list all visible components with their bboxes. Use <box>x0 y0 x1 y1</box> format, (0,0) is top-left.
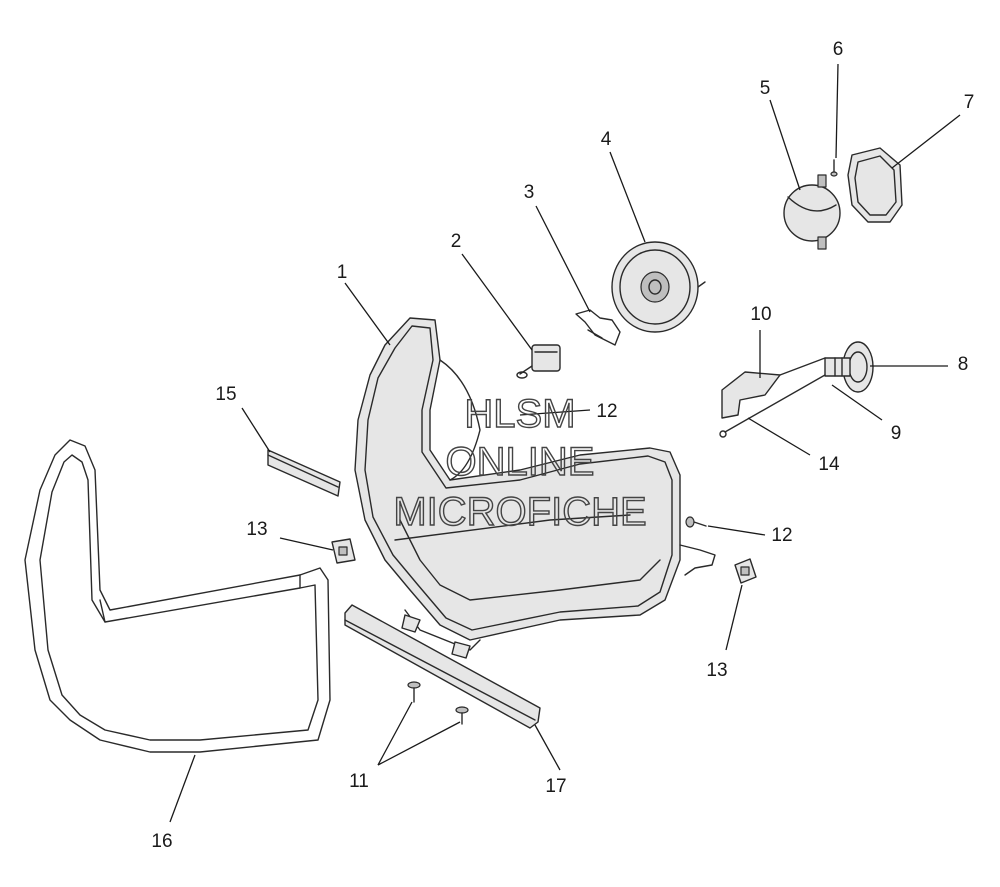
part-2-bulb <box>516 344 561 379</box>
part-16-seal <box>24 439 331 753</box>
callout-12-right: 12 <box>771 525 792 546</box>
part-12-screw-right <box>685 516 707 528</box>
watermark-line-3: MICROFICHE <box>393 490 646 534</box>
leader-lines <box>169 63 961 823</box>
part-13-clip-left <box>331 538 356 564</box>
callout-labels: 1 2 3 4 5 6 7 8 9 10 14 12 12 15 13 13 1… <box>151 39 974 852</box>
callout-3: 3 <box>524 182 535 203</box>
callout-4: 4 <box>601 129 612 150</box>
part-13-clip-right <box>734 558 757 584</box>
part-14-rod <box>719 374 826 438</box>
watermark-line-2: ONLINE <box>446 440 595 484</box>
callout-8: 8 <box>958 354 969 375</box>
callout-1: 1 <box>337 262 348 283</box>
part-1-headlamp-housing <box>354 317 716 659</box>
callout-13-right: 13 <box>706 660 727 681</box>
callout-11: 11 <box>349 771 369 792</box>
part-10-bracket <box>721 357 826 419</box>
callout-13-left: 13 <box>246 519 267 540</box>
part-8-adjuster-knob <box>824 341 874 393</box>
callout-7: 7 <box>964 92 975 113</box>
callout-16: 16 <box>151 831 172 852</box>
callout-14: 14 <box>818 454 840 475</box>
callout-12-top: 12 <box>596 401 617 422</box>
part-17-foam-strip <box>344 604 541 729</box>
part-4-dust-cover <box>611 241 706 333</box>
part-15-reflector <box>267 449 341 497</box>
part-7-gasket <box>847 147 903 223</box>
callout-2: 2 <box>451 231 462 252</box>
callout-15: 15 <box>215 384 236 405</box>
part-6-screw <box>830 159 838 177</box>
part-11-screws <box>407 681 469 725</box>
callout-10: 10 <box>750 304 771 325</box>
part-5-aux-lamp <box>783 174 841 250</box>
watermark: HLSM ONLINE MICROFICHE <box>393 391 648 534</box>
callout-5: 5 <box>760 78 771 99</box>
callout-17: 17 <box>545 776 566 797</box>
watermark-line-1: HLSM <box>464 392 575 436</box>
callout-6: 6 <box>833 39 844 60</box>
callout-9: 9 <box>891 423 902 444</box>
part-3-wire-clip <box>575 309 621 346</box>
